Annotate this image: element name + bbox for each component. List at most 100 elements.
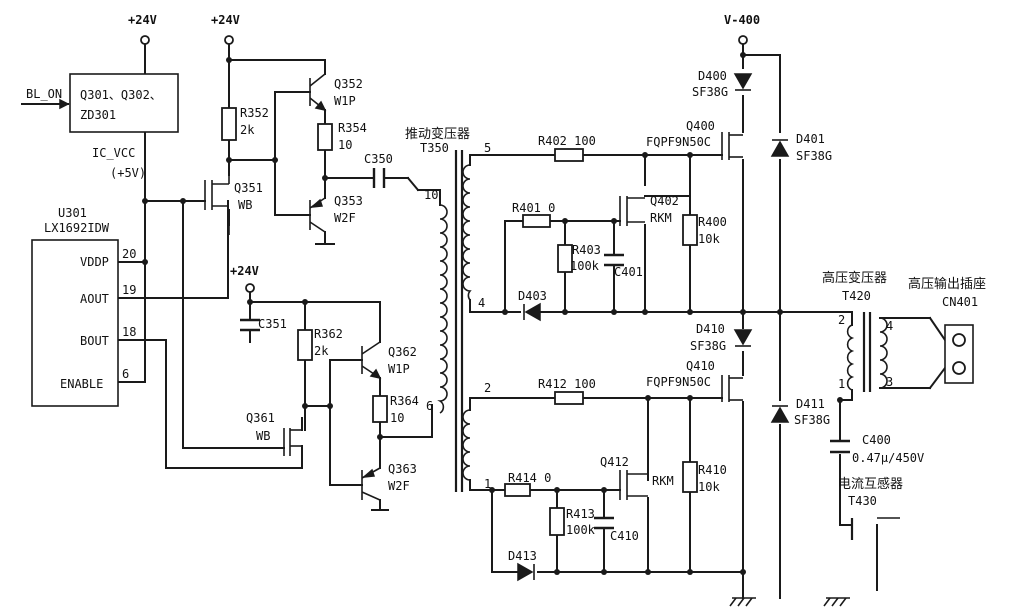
r402-resistor (554, 148, 584, 162)
svg-text:SF38G: SF38G (692, 85, 728, 99)
svg-text:C400: C400 (862, 433, 891, 447)
svg-text:Q363: Q363 (388, 462, 417, 476)
rail-24v-c: +24V (230, 264, 259, 278)
pin-20: 20 (122, 247, 136, 261)
pin-6: 6 (122, 367, 129, 381)
upper-half-bridge: R402 100 Q400 FQPF9N50C D400 SF38G D401 … (512, 69, 832, 322)
svg-text:2: 2 (838, 313, 845, 327)
svg-text:10: 10 (390, 411, 404, 425)
rail-24v-a: +24V (128, 13, 157, 27)
d403-diode (524, 302, 541, 322)
u301-ic: U301 LX1692IDW VDDP AOUT BOUT ENABLE 20 … (31, 206, 136, 407)
pin-bout-label: BOUT (80, 334, 109, 348)
svg-text:D401: D401 (796, 132, 825, 146)
svg-text:C351: C351 (258, 317, 287, 331)
svg-text:Q361: Q361 (246, 411, 275, 425)
svg-text:R400: R400 (698, 215, 727, 229)
svg-text:R414 0: R414 0 (508, 471, 551, 485)
terminal-24v-b (224, 35, 234, 45)
svg-text:Q410: Q410 (686, 359, 715, 373)
svg-text:D411: D411 (796, 397, 825, 411)
t430-title: 电流互感器 (838, 476, 903, 492)
svg-text:Q353: Q353 (334, 194, 363, 208)
r403-resistor (557, 244, 573, 273)
r354-resistor (317, 123, 333, 151)
t350-transformer: 推动变压器 T350 5 10 4 6 2 1 (405, 126, 491, 492)
r352-resistor (221, 107, 237, 141)
rail-24v-b: +24V (211, 13, 240, 27)
svg-text:WB: WB (238, 198, 252, 212)
d400-diode (733, 73, 753, 90)
svg-text:RKM: RKM (650, 211, 672, 225)
reg-line1: Q301、Q302、 (80, 88, 162, 102)
svg-text:Q351: Q351 (234, 181, 263, 195)
svg-text:6: 6 (426, 399, 433, 413)
svg-text:W2F: W2F (334, 211, 356, 225)
reg-line2: ZD301 (80, 108, 116, 122)
svg-text:SF38G: SF38G (794, 413, 830, 427)
svg-text:R362: R362 (314, 327, 343, 341)
ground-symbols (729, 597, 850, 607)
pin-enable-label: ENABLE (60, 377, 103, 391)
r362-resistor (297, 329, 313, 361)
svg-text:D400: D400 (698, 69, 727, 83)
svg-text:R354: R354 (338, 121, 367, 135)
cn401-ref: CN401 (942, 295, 978, 309)
terminal-hv (738, 35, 748, 45)
svg-text:10k: 10k (698, 232, 720, 246)
lower-half-bridge: D410 SF38G Q410 FQPF9N50C R412 100 D411 … (504, 322, 830, 582)
r413-resistor (549, 507, 565, 536)
svg-text:C410: C410 (610, 529, 639, 543)
svg-text:D410: D410 (696, 322, 725, 336)
t420-ref: T420 (842, 289, 871, 303)
d410-diode (733, 329, 753, 346)
svg-text:100k: 100k (570, 259, 600, 273)
t350-ref: T350 (420, 141, 449, 155)
terminal-24v-c (245, 283, 255, 293)
t350-title: 推动变压器 (405, 126, 470, 142)
r410-resistor (682, 461, 698, 493)
svg-text:R413: R413 (566, 507, 595, 521)
output-stage: 高压变压器 T420 2 1 4 3 高压输出插座 CN401 C400 0.4… (822, 270, 986, 540)
svg-text:C401: C401 (614, 265, 643, 279)
r401-resistor (522, 214, 551, 228)
svg-text:FQPF9N50C: FQPF9N50C (646, 375, 711, 389)
terminal-24v-a (140, 35, 150, 45)
t420-secondary (879, 317, 888, 389)
svg-text:R410: R410 (698, 463, 727, 477)
svg-text:Q352: Q352 (334, 77, 363, 91)
lower-driver: C351 R362 2k Q362 W1P R364 10 Q363 W2F Q… (240, 317, 419, 501)
svg-text:D413: D413 (508, 549, 537, 563)
svg-text:3: 3 (886, 375, 893, 389)
svg-text:W1P: W1P (334, 94, 356, 108)
pin-vddp-label: VDDP (80, 255, 109, 269)
svg-text:10: 10 (424, 188, 438, 202)
wires (21, 43, 947, 599)
regulator-block: Q301、Q302、 ZD301 (69, 73, 179, 133)
svg-text:1: 1 (838, 377, 845, 391)
upper-driver: R352 2k Q352 W1P R354 10 Q353 W2F Q351 W… (204, 73, 393, 235)
svg-text:10k: 10k (698, 480, 720, 494)
svg-text:D403: D403 (518, 289, 547, 303)
u301-ref: U301 (58, 206, 87, 220)
svg-text:WB: WB (256, 429, 270, 443)
svg-text:R402 100: R402 100 (538, 134, 596, 148)
r400-resistor (682, 214, 698, 246)
svg-text:SF38G: SF38G (690, 339, 726, 353)
svg-text:Q412: Q412 (600, 455, 629, 469)
svg-text:5: 5 (484, 141, 491, 155)
junction-dots (142, 52, 843, 575)
svg-text:4: 4 (478, 296, 485, 310)
pin-aout-label: AOUT (80, 292, 109, 306)
r414-resistor (504, 483, 531, 497)
svg-text:W1P: W1P (388, 362, 410, 376)
d413-diode (517, 562, 534, 582)
svg-text:R352: R352 (240, 106, 269, 120)
svg-text:2k: 2k (314, 344, 329, 358)
svg-text:FQPF9N50C: FQPF9N50C (646, 135, 711, 149)
t420-primary (846, 324, 855, 391)
rail-hv: V-400 (724, 13, 760, 27)
t420-title: 高压变压器 (822, 270, 887, 286)
